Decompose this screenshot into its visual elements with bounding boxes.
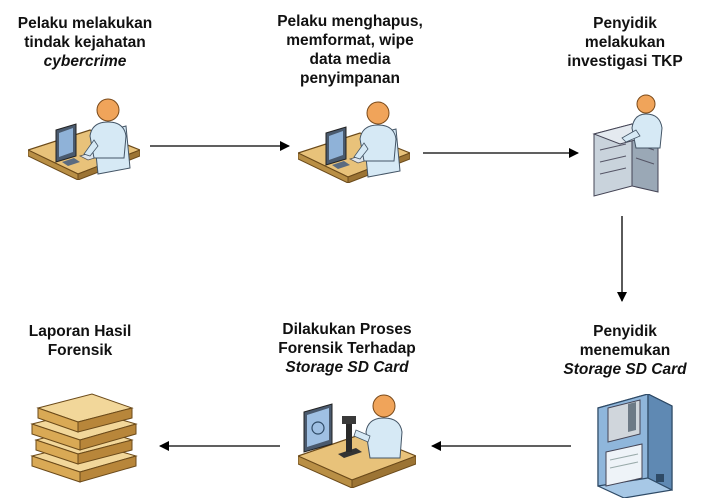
book-stack-icon	[30, 393, 138, 483]
step-6-label: Laporan Hasil Forensik	[28, 323, 132, 359]
floppy-disk-icon	[597, 394, 673, 498]
step-3-label: Penyidik melakukan investigasi TKP	[567, 15, 683, 70]
step-5-label: Dilakukan Proses Forensik Terhadap Stora…	[278, 321, 416, 376]
step-2-label: Pelaku menghapus, memformat, wipe data m…	[277, 13, 423, 87]
person-at-computer-icon	[298, 101, 410, 183]
step-1-label: Pelaku melakukan tindak kejahatan cyberc…	[17, 15, 153, 70]
person-at-computer-icon	[28, 98, 140, 180]
step-4-label: Penyidik menemukan Storage SD Card	[563, 323, 687, 378]
investigator-workstation-icon	[592, 94, 663, 197]
lab-microscope-icon	[298, 394, 416, 488]
